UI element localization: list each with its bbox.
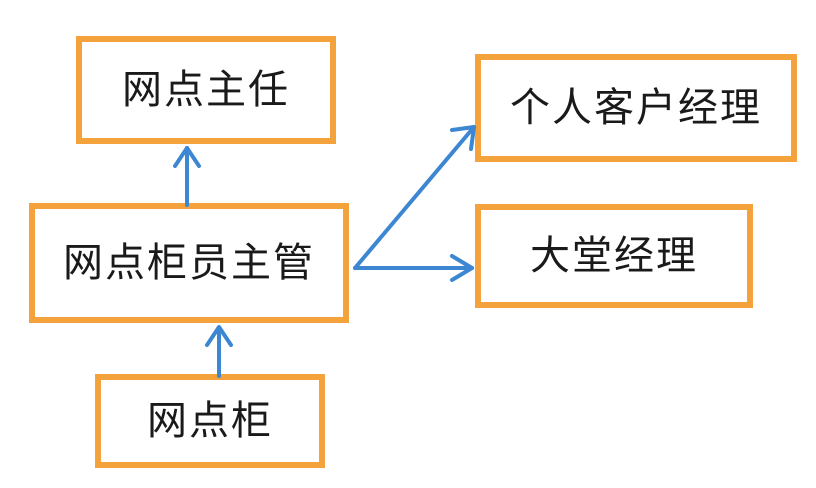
node-lobby-manager-label: 大堂经理 [530,233,698,279]
node-director: 网点主任 [76,36,336,144]
arrow-teller-to-supervisor [205,325,233,378]
node-supervisor: 网点柜员主管 [29,203,349,323]
arrow-supervisor-to-lobby-manager [353,254,474,282]
arrow-supervisor-to-director [173,146,201,207]
node-teller-label: 网点柜 [147,398,273,444]
node-director-label: 网点主任 [122,67,290,113]
node-supervisor-label: 网点柜员主管 [63,240,315,286]
node-account-manager-label: 个人客户经理 [510,85,762,131]
node-teller: 网点柜 [95,374,325,468]
node-account-manager: 个人客户经理 [475,54,797,162]
node-lobby-manager: 大堂经理 [475,204,753,308]
arrow-supervisor-to-account-manager [353,125,476,270]
